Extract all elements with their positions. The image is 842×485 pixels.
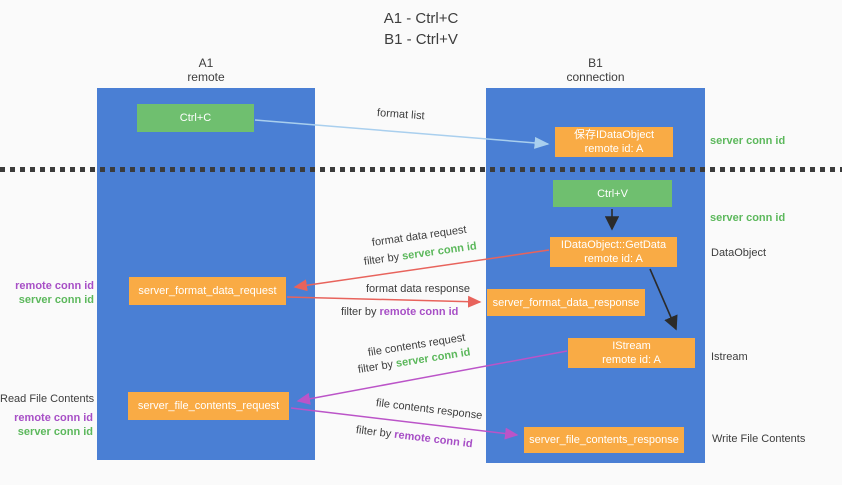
lane-a1-name: A1 xyxy=(198,56,214,70)
node-idataobject-getdata: IDataObject::GetData remote id: A xyxy=(550,237,677,267)
title-line-b1: B1 - Ctrl+V xyxy=(384,31,458,48)
node-server-format-data-request: server_format_data_request xyxy=(129,277,286,305)
label-server-conn-id-top: server conn id xyxy=(710,135,786,147)
node-idataobject-getdata-line1: IDataObject::GetData xyxy=(560,239,667,251)
label-dataobject: DataObject xyxy=(711,247,767,259)
arrow-format-data-response xyxy=(286,295,482,308)
filter-server-conn-id: server conn id xyxy=(401,240,478,263)
node-istream: IStream remote id: A xyxy=(568,338,695,368)
label-istream: Istream xyxy=(711,351,748,363)
arrow-label-format-data-response: format data response xyxy=(366,283,470,295)
node-ctrl-v: Ctrl+V xyxy=(553,180,672,207)
lane-b1-name: B1 xyxy=(588,56,603,70)
node-save-idataobject-line2: remote id: A xyxy=(584,143,644,155)
node-ctrl-c-label: Ctrl+C xyxy=(179,112,212,124)
lane-header-b1: B1 connection xyxy=(486,56,705,84)
arrow-label-filter-remote-1: filter by remote conn id xyxy=(341,306,458,318)
node-server-file-contents-response-label: server_file_contents_response xyxy=(529,434,679,446)
node-ctrl-c: Ctrl+C xyxy=(137,104,254,132)
node-istream-line1: IStream xyxy=(612,340,651,352)
node-idataobject-getdata-line2: remote id: A xyxy=(584,253,643,265)
node-server-format-data-response-label: server_format_data_response xyxy=(492,296,640,309)
node-server-file-contents-response: server_file_contents_response xyxy=(524,427,684,453)
arrow-label-filter-remote-2: filter by remote conn id xyxy=(355,424,473,450)
label-conn-ids-file: remote conn id server conn id xyxy=(0,411,93,439)
label-server-conn-id-format: server conn id xyxy=(18,294,94,306)
node-save-idataobject: 保存IDataObject remote id: A xyxy=(555,127,673,157)
lane-b1-subtitle: connection xyxy=(566,70,625,84)
title-line-a1: A1 - Ctrl+C xyxy=(383,10,459,27)
node-ctrl-v-label: Ctrl+V xyxy=(597,187,628,200)
label-server-conn-id-file: server conn id xyxy=(17,426,93,438)
label-conn-ids-format: remote conn id server conn id xyxy=(0,279,94,307)
phase-separator-dotted-line xyxy=(0,167,842,172)
label-server-conn-id-mid: server conn id xyxy=(710,212,786,224)
filter-by-text: filter by xyxy=(363,251,400,268)
label-remote-conn-id-file: remote conn id xyxy=(14,412,93,424)
filter-remote-conn-id: remote conn id xyxy=(379,306,459,318)
node-server-format-data-response: server_format_data_response xyxy=(487,289,645,316)
filter-by-text: filter by xyxy=(357,358,394,376)
filter-remote-conn-id: remote conn id xyxy=(393,428,474,451)
diagram-title: A1 - Ctrl+C B1 - Ctrl+V xyxy=(0,8,842,50)
lane-a1-subtitle: remote xyxy=(187,70,225,84)
label-remote-conn-id-format: remote conn id xyxy=(15,280,94,292)
node-server-file-contents-request-label: server_file_contents_request xyxy=(137,400,280,412)
node-save-idataobject-line1: 保存IDataObject xyxy=(573,129,655,141)
lane-header-a1: A1 remote xyxy=(97,56,315,84)
node-istream-line2: remote id: A xyxy=(602,354,661,366)
label-write-file-contents: Write File Contents xyxy=(712,433,806,445)
label-read-file-contents: Read File Contents xyxy=(0,393,95,405)
arrow-label-file-contents-response: file contents response xyxy=(375,397,483,422)
filter-by-text: filter by xyxy=(355,424,392,441)
filter-by-text: filter by xyxy=(341,306,377,318)
arrow-label-format-list: format list xyxy=(376,107,425,123)
node-server-format-data-request-label: server_format_data_request xyxy=(138,285,277,297)
node-server-file-contents-request: server_file_contents_request xyxy=(128,392,289,420)
